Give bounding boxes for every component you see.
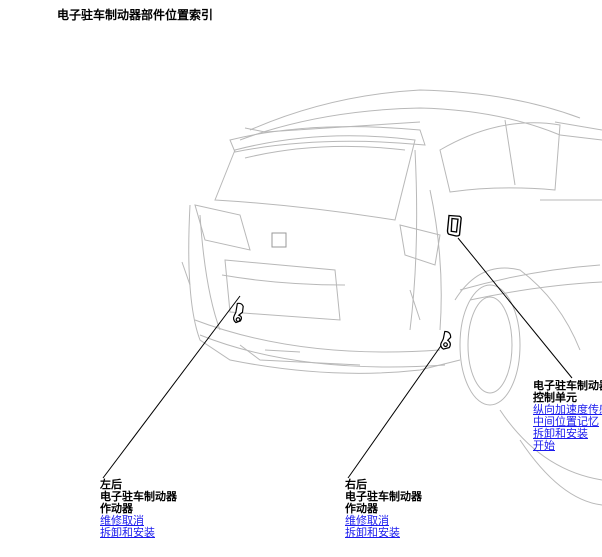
unit-removal-install-link[interactable]: 拆卸和安装 — [533, 427, 588, 440]
callout-line: 右后 — [345, 478, 367, 491]
left-service-cancel-link[interactable]: 维修取消 — [100, 514, 144, 527]
longitudinal-accel-sensor-link[interactable]: 纵向加速度传感器 — [533, 403, 602, 416]
left-actuator-icon[interactable] — [230, 298, 252, 328]
page-title: 电子驻车制动器部件位置索引 — [57, 8, 214, 22]
right-removal-install-link[interactable]: 拆卸和安装 — [345, 526, 400, 539]
center-position-memory-link[interactable]: 中间位置记忆 — [533, 415, 599, 428]
left-removal-install-link[interactable]: 拆卸和安装 — [100, 526, 155, 539]
callout-line: 左后 — [100, 478, 122, 491]
callout-line: 作动器 — [100, 502, 133, 515]
control-unit-icon[interactable] — [446, 213, 464, 239]
callout-line: 电子驻车制动器 — [345, 490, 422, 503]
right-service-cancel-link[interactable]: 维修取消 — [345, 514, 389, 527]
callout-line: 电子驻车制动器 — [100, 490, 177, 503]
right-rear-actuator-callout: 右后 电子驻车制动器 作动器 维修取消 拆卸和安装 — [345, 479, 422, 539]
right-actuator-icon[interactable] — [436, 327, 458, 355]
callout-line: 作动器 — [345, 502, 378, 515]
callout-line: 电子驻车制动器 — [533, 380, 602, 392]
control-unit-callout: 电子驻车制动器 控制单元 纵向加速度传感器 中间位置记忆 拆卸和安装 开始 — [533, 380, 602, 452]
switch-link[interactable]: 开始 — [533, 439, 555, 452]
callout-line: 控制单元 — [533, 391, 577, 404]
left-rear-actuator-callout: 左后 电子驻车制动器 作动器 维修取消 拆卸和安装 — [100, 479, 177, 539]
